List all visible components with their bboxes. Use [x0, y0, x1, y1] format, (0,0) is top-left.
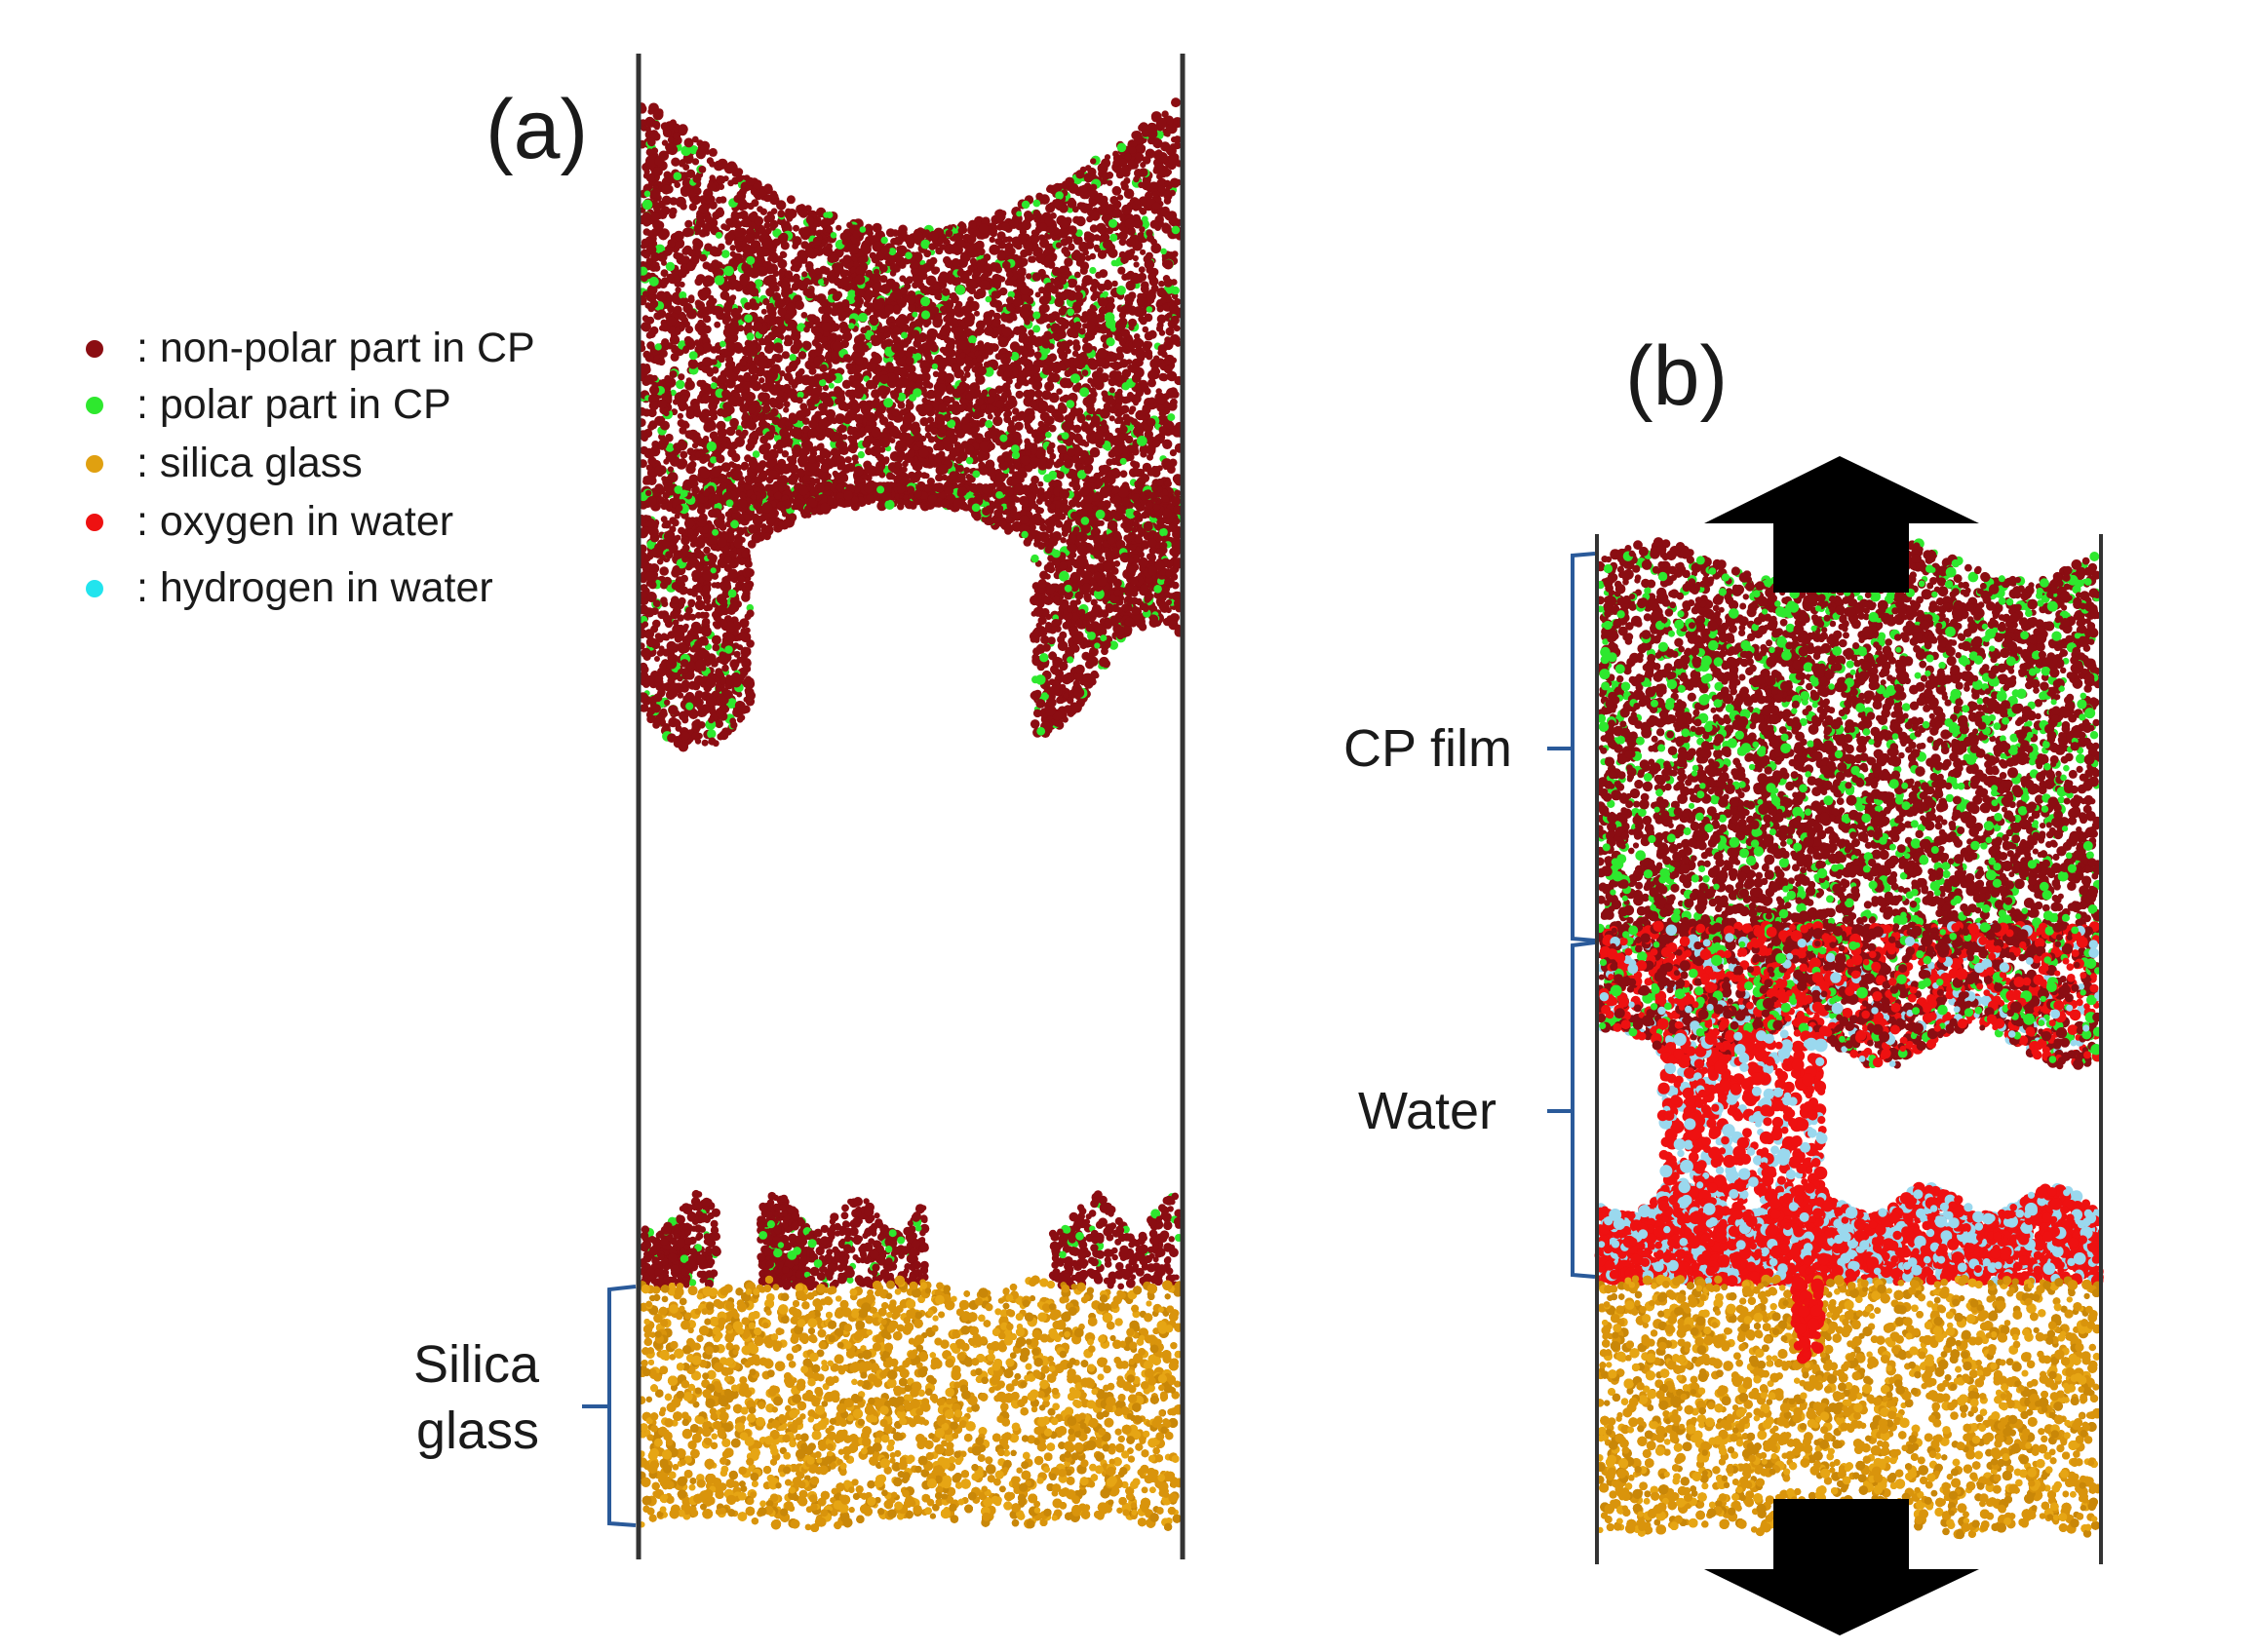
cp-film-bracket	[1547, 554, 1595, 941]
water-label: Water	[1358, 1082, 1497, 1140]
cp-film-label: CP film	[1343, 719, 1512, 778]
panel-b-label: (b)	[1625, 329, 1728, 423]
legend-item-silica: : silica glass	[136, 440, 363, 486]
legend-dot-silica	[86, 455, 103, 473]
silica-glass-label-line1: Silica	[413, 1335, 540, 1394]
panel-a-label: (a)	[486, 83, 588, 176]
legend-dot-hydrogen	[86, 580, 103, 597]
arrow-down-icon	[1704, 1499, 1979, 1635]
water-bracket	[1547, 942, 1595, 1277]
legend-dot-oxygen	[86, 514, 103, 531]
legend-item-nonpolar: : non-polar part in CP	[136, 325, 535, 371]
silica-glass-label-line2: glass	[416, 1402, 539, 1460]
legend-item-polar: : polar part in CP	[136, 381, 451, 428]
legend-item-hydrogen: : hydrogen in water	[136, 564, 493, 611]
legend-dot-nonpolar	[86, 340, 103, 358]
legend: : non-polar part in CP : polar part in C…	[86, 325, 535, 611]
silica-bracket	[582, 1287, 636, 1525]
legend-item-oxygen: : oxygen in water	[136, 498, 453, 545]
particle-layer	[637, 97, 2104, 1540]
legend-dot-polar	[86, 397, 103, 414]
